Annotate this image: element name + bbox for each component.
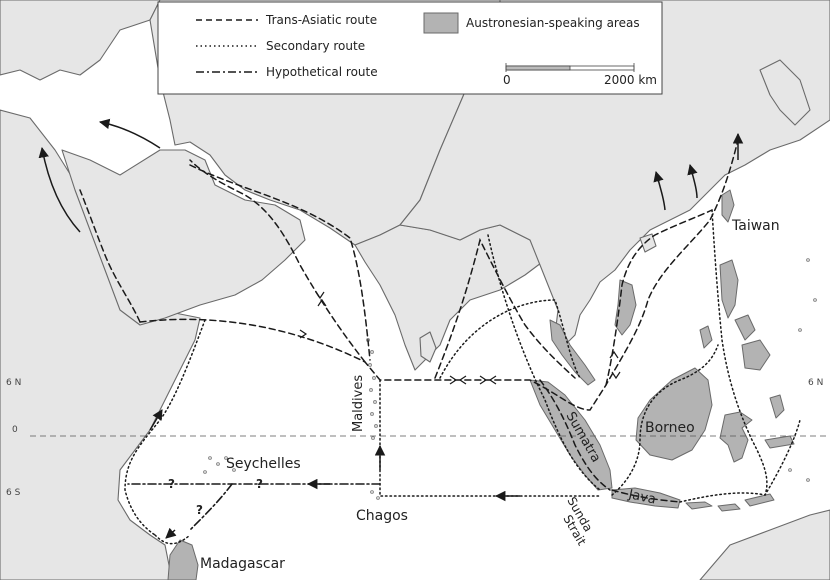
route-secondary-chagos: [379, 379, 601, 497]
route-direction-ticks: [299, 291, 621, 385]
austronesian-visayas: [734, 314, 756, 341]
route-trans-asiatic-java: [611, 489, 681, 503]
austronesian-seram: [764, 435, 795, 449]
route-trans-asiatic-vietnam: [605, 209, 713, 386]
lat-label-6n-left: 6 N: [6, 378, 21, 388]
land-hainan: [639, 233, 657, 253]
arrow-china-1: [653, 170, 666, 211]
route-secondary-africa: [124, 319, 206, 536]
route-secondary-bay: [439, 299, 581, 379]
small-islands: [203, 258, 817, 500]
legend-swatch-austronesian: [423, 12, 459, 34]
austronesian-lesser-sunda-2: [717, 503, 741, 512]
question-mark-3: ?: [196, 503, 203, 517]
legend-label-secondary: Secondary route: [266, 39, 365, 53]
route-secondary-east-loop: [679, 419, 801, 503]
legend-label-hypothetical: Hypothetical route: [266, 65, 378, 79]
route-trans-asiatic-sumatra: [539, 379, 611, 491]
austronesian-lesser-sunda: [685, 501, 713, 510]
lat-label-6n-right: 6 N: [808, 378, 823, 388]
route-trans-asiatic-india-east: [434, 237, 576, 379]
land-arabia: [61, 149, 306, 326]
austronesian-timor: [744, 493, 775, 507]
scale-label-end: 2000 km: [604, 73, 657, 87]
legend-label-trans-asiatic: Trans-Asiatic route: [265, 13, 377, 27]
route-secondary-philippines: [711, 209, 768, 496]
arrow-africa-north: [149, 409, 163, 431]
route-secondary-madagascar: [154, 534, 191, 545]
austronesian-palawan: [699, 325, 713, 349]
arrow-madagascar: [165, 527, 177, 539]
label-seychelles: Seychelles: [226, 456, 301, 472]
austronesian-mindanao: [741, 339, 771, 371]
land-australia: [699, 509, 830, 580]
legend-label-austronesian: Austronesian-speaking areas: [466, 16, 640, 30]
arrow-to-mediterranean: [38, 146, 81, 233]
legend-box: [157, 1, 663, 95]
scale-bar: 0 2000 km: [503, 63, 657, 87]
route-trans-asiatic-arabia: [79, 189, 141, 323]
land-sri-lanka: [419, 331, 437, 363]
label-java: Java: [626, 487, 657, 508]
lat-label-6s-left: 6 S: [6, 488, 21, 498]
lat-label-equator-left: 0: [12, 425, 18, 435]
label-borneo: Borneo: [645, 420, 695, 436]
scale-label-start: 0: [503, 73, 511, 87]
route-trans-asiatic-gulf: [189, 159, 366, 363]
route-hypothetical-madagascar: [189, 483, 233, 531]
label-chagos: Chagos: [356, 508, 408, 524]
label-maldives: Maldives: [351, 375, 366, 432]
austronesian-halmahera: [769, 394, 785, 419]
label-taiwan: Taiwan: [731, 218, 780, 234]
austronesian-sulawesi: [719, 411, 753, 463]
latitude-lines: 6 N 0 6 S 6 N: [6, 378, 830, 498]
route-secondary-borneo: [611, 344, 719, 496]
label-madagascar: Madagascar: [200, 556, 285, 572]
austronesian-luzon: [719, 259, 739, 319]
austronesian-borneo: [635, 367, 713, 461]
question-mark-2: ?: [256, 477, 263, 491]
question-mark-1: ?: [168, 477, 175, 491]
arrow-to-levant: [98, 118, 161, 149]
route-trans-asiatic-india-west: [189, 164, 371, 361]
route-secondary-india-sumatra: [487, 234, 601, 491]
arrow-china-2: [687, 163, 698, 199]
legend: Trans-Asiatic route Secondary route Hypo…: [157, 1, 663, 95]
land-japan: [759, 59, 811, 126]
austronesian-taiwan: [721, 189, 735, 223]
austronesian-madagascar: [167, 539, 199, 580]
